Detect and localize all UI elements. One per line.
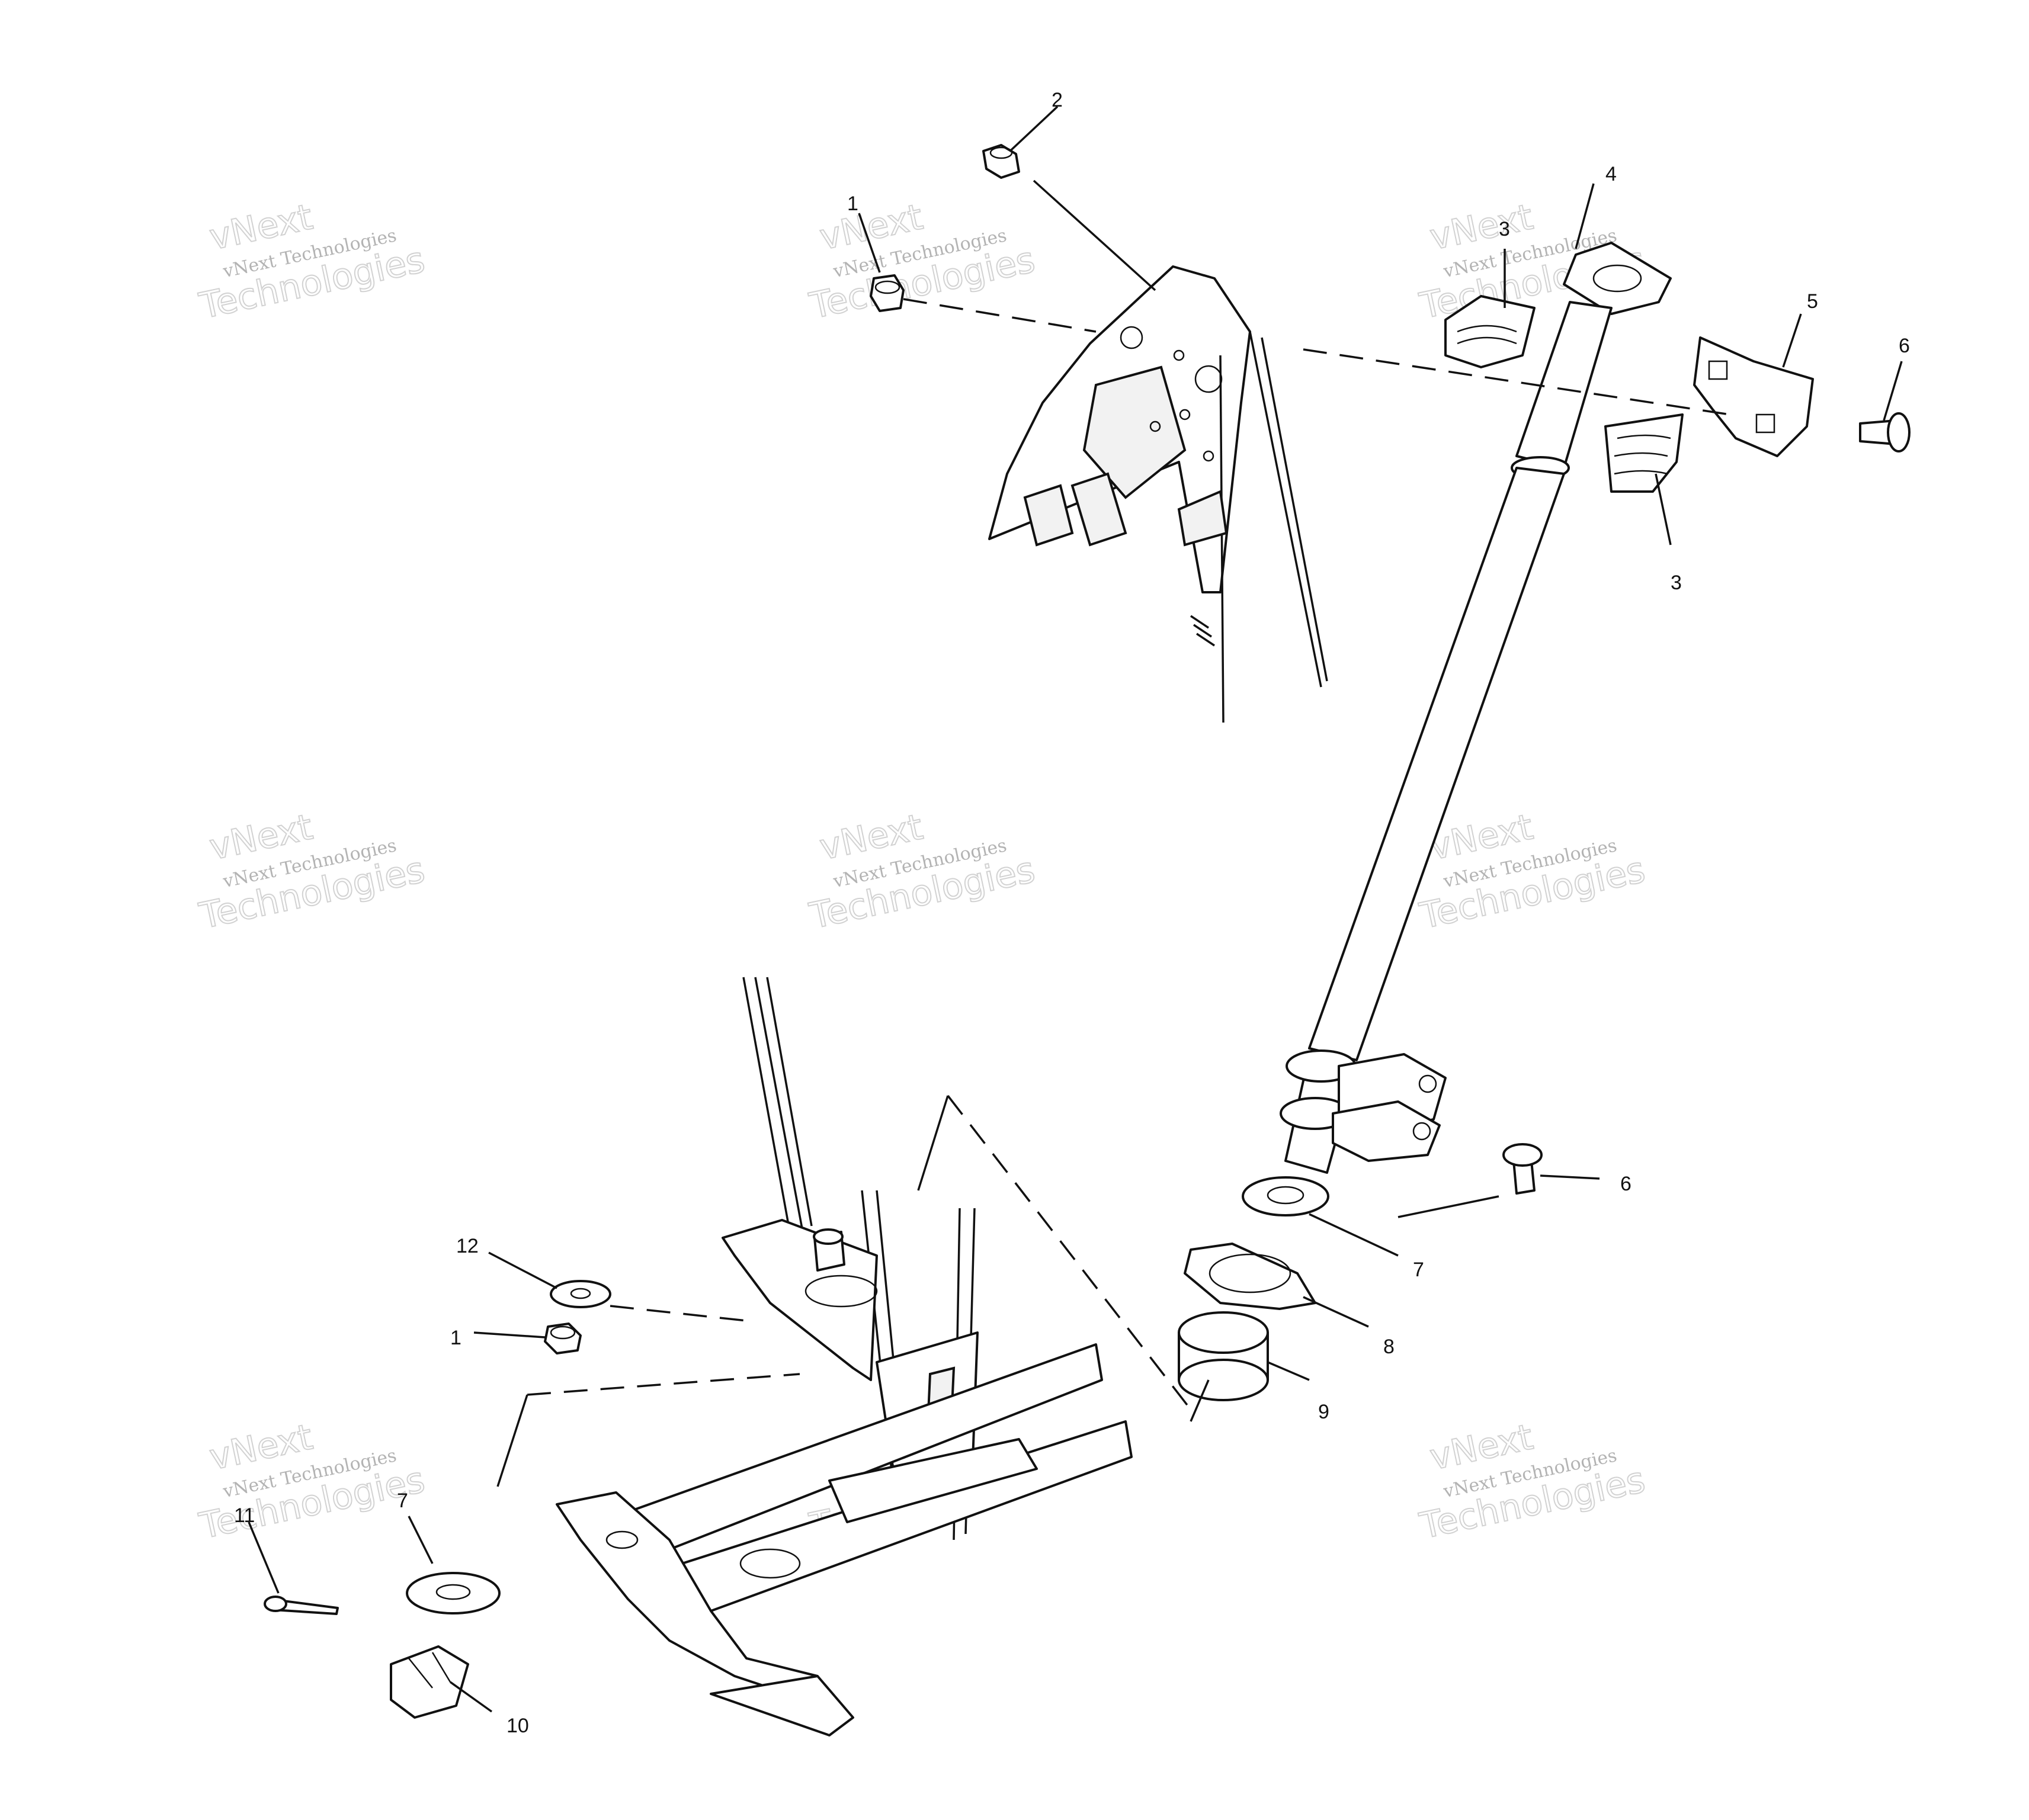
callout-11: 11	[234, 1504, 255, 1527]
upper-frame-plate	[988, 265, 1328, 723]
part-1-nut-upper	[870, 274, 905, 312]
callout-10: 10	[507, 1715, 529, 1737]
part-6-bolt-upper	[1859, 412, 1911, 452]
part-3-bushing-upper	[1444, 295, 1536, 368]
callout-4: 4	[1605, 163, 1617, 185]
part-5-bracket	[1693, 336, 1814, 457]
callout-6-upper: 6	[1899, 335, 1910, 357]
callout-labels: 1 2 3 4 3 5 6 6 7 8 9 12 1 11 7 10	[234, 89, 1910, 1737]
steering-post	[1280, 242, 1672, 1174]
callout-7-left: 7	[397, 1490, 408, 1512]
callout-3-lower: 3	[1671, 572, 1682, 594]
watermark: vNext vNext Technologies Technologies	[1415, 1415, 1649, 1548]
callout-5: 5	[1807, 290, 1818, 313]
watermark: vNext vNext Technologies Technologies	[195, 195, 429, 328]
part-7-washer-left	[406, 1572, 501, 1614]
callout-12: 12	[456, 1235, 479, 1257]
callout-2: 2	[1052, 89, 1063, 111]
part-11-cotter-pin	[264, 1596, 339, 1615]
callout-6-lower: 6	[1620, 1173, 1631, 1195]
callout-1-upper: 1	[847, 192, 858, 215]
part-7-washer-right	[1242, 1176, 1329, 1216]
part-2-bolt	[982, 144, 1020, 179]
callout-7-right: 7	[1413, 1259, 1424, 1281]
part-9-bushing	[1178, 1311, 1269, 1401]
watermarks: vNext vNext Technologies Technologies vN…	[195, 195, 1649, 1548]
watermark: vNext vNext Technologies Technologies	[195, 1415, 429, 1548]
part-3-bushing-lower	[1604, 413, 1684, 493]
lower-frame	[556, 977, 1133, 1736]
part-10-castle-nut	[390, 1645, 469, 1719]
callout-8: 8	[1383, 1336, 1395, 1358]
part-12-washer	[550, 1280, 611, 1308]
part-6-bolt-lower	[1502, 1143, 1543, 1195]
callout-3-upper: 3	[1499, 218, 1510, 240]
watermark: vNext vNext Technologies Technologies	[805, 805, 1039, 938]
part-1-nut-lower	[544, 1323, 582, 1354]
callout-9: 9	[1318, 1401, 1329, 1423]
leader-lines	[248, 105, 1903, 1713]
watermark: vNext vNext Technologies Technologies	[195, 805, 429, 938]
part-8-flange-bearing	[1184, 1243, 1316, 1310]
callout-1-lower: 1	[450, 1327, 461, 1349]
watermark: vNext vNext Technologies Technologies	[805, 195, 1039, 328]
